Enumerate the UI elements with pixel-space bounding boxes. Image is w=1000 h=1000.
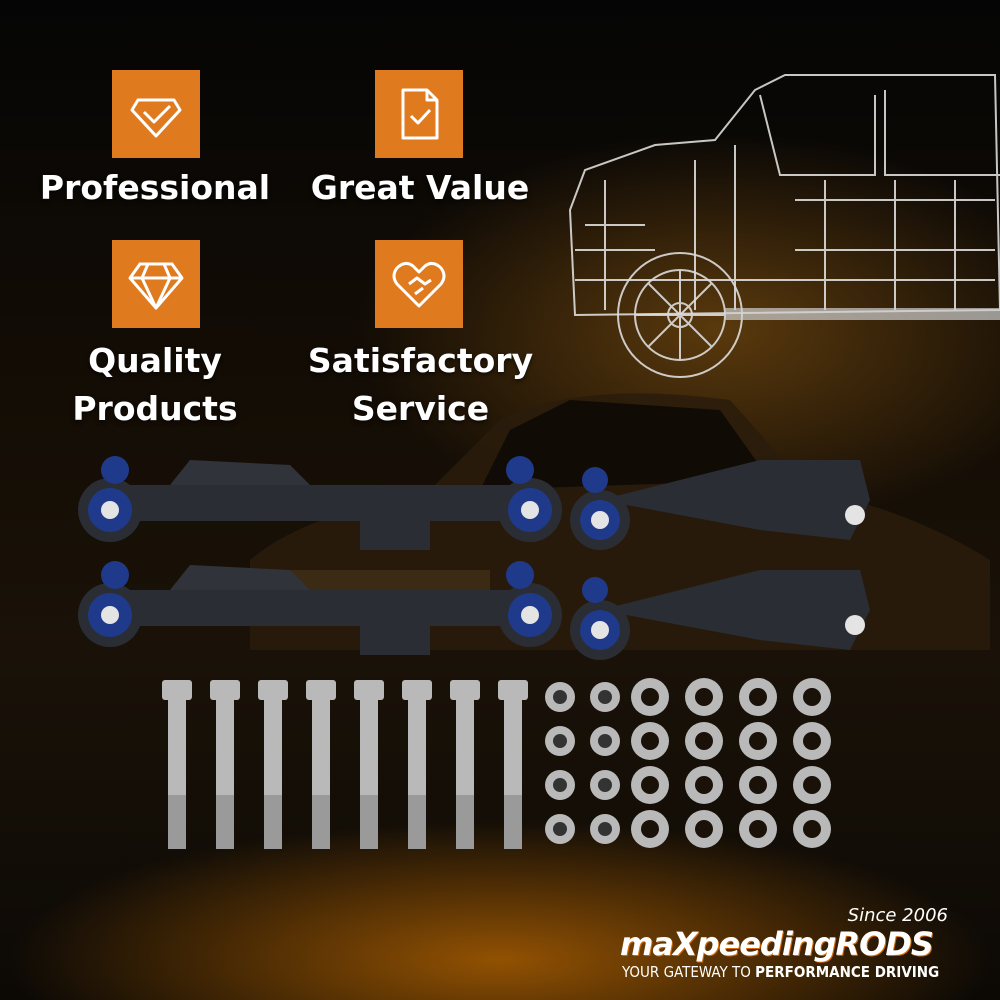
lower-short-control-arm (570, 570, 870, 660)
hardware-kit (162, 678, 831, 849)
washer-hole (803, 820, 821, 838)
tagline-prefix: YOUR GATEWAY TO (622, 963, 756, 981)
washer-hole (641, 732, 659, 750)
bolt (402, 680, 432, 849)
professional-icon-tile (112, 70, 200, 158)
tagline-emphasis: PERFORMANCE DRIVING (755, 963, 940, 981)
bolt (498, 680, 528, 849)
control-arms-product (78, 456, 870, 660)
washer-hole (749, 688, 767, 706)
feature-label-great-value: Great Value (310, 168, 530, 207)
brand-name: maXpeedingRODS (620, 925, 934, 963)
washer-hole (641, 776, 659, 794)
bolt (162, 680, 192, 849)
quality-icon-tile (112, 240, 200, 328)
washer-hole (749, 820, 767, 838)
washer-hole (695, 820, 713, 838)
nut-hole (598, 690, 612, 704)
washer-hole (695, 776, 713, 794)
lower-long-control-arm (78, 561, 562, 655)
heart-handshake-icon (392, 261, 446, 308)
washer-hole (803, 732, 821, 750)
nut-hole (598, 822, 612, 836)
service-icon-tile (375, 240, 463, 328)
washer-hole (695, 732, 713, 750)
bolt (210, 680, 240, 849)
nut-hole (553, 690, 567, 704)
brand-tagline: YOUR GATEWAY TO PERFORMANCE DRIVING (622, 963, 939, 981)
bolt (450, 680, 480, 849)
brand-logo: Since 2006 maXpeedingRODS YOUR GATEWAY T… (600, 905, 960, 985)
washer-hole (641, 688, 659, 706)
great-value-icon-tile (375, 70, 463, 158)
feature-label-quality-products: Quality Products (72, 341, 238, 428)
bolt (258, 680, 288, 849)
upper-short-control-arm (570, 460, 870, 550)
nut-hole (598, 734, 612, 748)
truck-wireframe-illustration (568, 74, 1000, 378)
feature-label-professional: Professional (39, 168, 271, 207)
diamond-check-icon (130, 98, 182, 138)
upper-long-control-arm (78, 456, 562, 550)
washer-hole (749, 776, 767, 794)
bolt (306, 680, 336, 849)
washer-hole (641, 820, 659, 838)
nut-hole (553, 734, 567, 748)
washer-hole (803, 688, 821, 706)
washer-hole (803, 776, 821, 794)
nut-hole (553, 822, 567, 836)
nut-hole (598, 778, 612, 792)
washer-hole (749, 732, 767, 750)
gem-icon (128, 262, 184, 310)
feature-label-satisfactory-service: Satisfactory Service (307, 341, 534, 428)
nut-hole (553, 778, 567, 792)
washer-hole (695, 688, 713, 706)
document-check-icon (401, 88, 439, 140)
since-label: Since 2006 (847, 905, 948, 926)
bolt (354, 680, 384, 849)
